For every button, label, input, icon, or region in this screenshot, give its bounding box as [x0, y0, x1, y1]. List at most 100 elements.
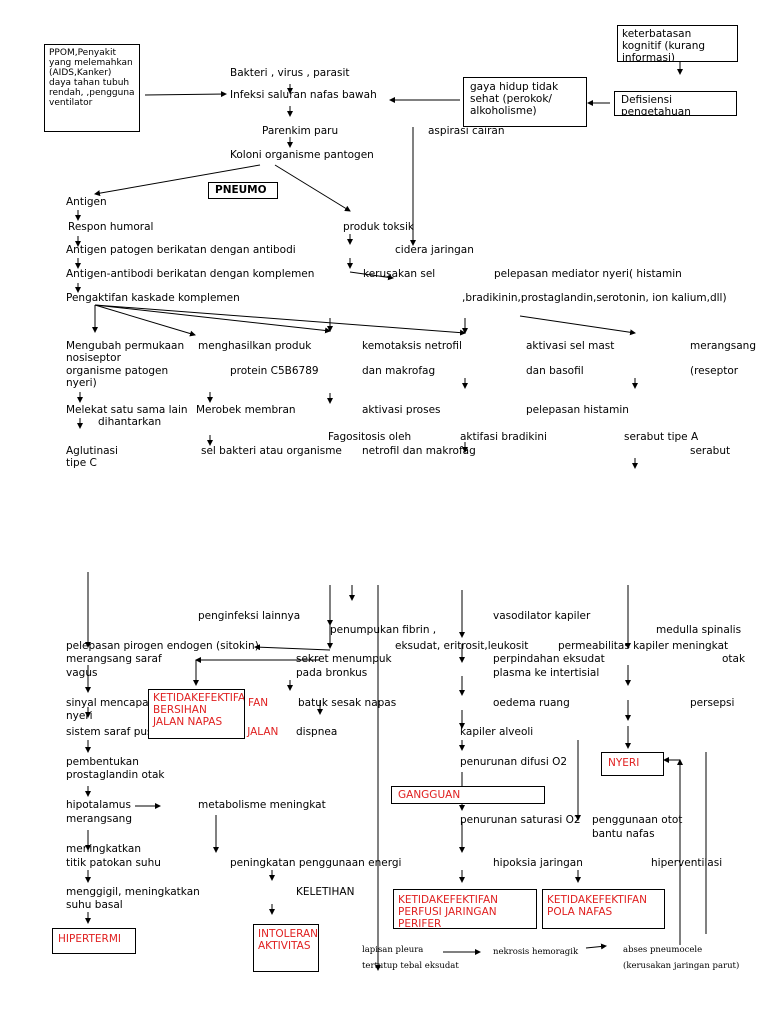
r2-wrap: nyeri)	[66, 377, 97, 389]
diagnosis-perfusi: KETIDAKEFEKTIFAN PERFUSI JARINGAN PERIFE…	[393, 889, 537, 929]
gaya-hidup-text: gaya hidup tidak sehat (perokok/ alkohol…	[470, 81, 559, 117]
sekret-text: sekret menumpuk	[296, 653, 392, 665]
antigen-antibodi-text: Antigen-antibodi berikatan dengan komple…	[66, 268, 315, 280]
penginfeksi-text: penginfeksi lainnya	[198, 610, 301, 622]
r5-wrap: tipe C	[66, 457, 97, 469]
eksudat-text: eksudat, eritrosit,leukosit	[395, 640, 529, 652]
hipoksia-text: hipoksia jaringan	[493, 857, 583, 869]
aspirasi-text: aspirasi cairan	[428, 125, 505, 137]
r3-c4: pelepasan histamin	[526, 404, 629, 416]
diagnosis-pola-nafas-text: KETIDAKEFEKTIFAN POLA NAFAS	[547, 894, 648, 918]
vasodilator-text: vasodilator kapiler	[493, 610, 591, 622]
r5-c3: netrofil dan makrofag	[362, 445, 476, 457]
cidera-text: cidera jaringan	[395, 244, 474, 256]
prostaglandin-text: prostaglandin otak	[66, 769, 165, 781]
pembentukan-text: pembentukan	[66, 756, 139, 768]
r1-c5: merangsang	[690, 340, 756, 352]
kerusakan-sel-text: kerusakan sel	[363, 268, 436, 280]
penumpukan-text: penumpukan fibrin ,	[330, 624, 437, 636]
bantu-nafas-text: bantu nafas	[592, 828, 655, 840]
jalan-text: N JALAN	[236, 726, 279, 738]
vagus-text: vagus	[66, 667, 98, 679]
diagnosis-intoleransi-text: INTOLERANSI AKTIVITAS	[258, 928, 319, 952]
diagnosis-gangguan: GANGGUAN	[391, 786, 545, 804]
bradikinin-text: ,bradikinin,prostaglandin,serotonin, ion…	[462, 292, 727, 304]
plasma-text: plasma ke intertisial	[493, 667, 600, 679]
otak-text: otak	[722, 653, 746, 665]
hipotalamus-text: hipotalamus	[66, 799, 131, 811]
r2-c4: dan basofil	[526, 365, 584, 377]
r5-c2: sel bakteri atau organisme	[201, 445, 342, 457]
diagnosis-bersihan-text: KETIDAKEFEKTIFAN BERSIHAN JALAN NAPAS	[153, 692, 245, 728]
pada-bronkus-text: pada bronkus	[296, 667, 368, 679]
diagnosis-bersihan-jalan-napas: KETIDAKEFEKTIFAN BERSIHAN JALAN NAPAS	[148, 689, 245, 739]
meningkatkan-text: meningkatkan	[66, 843, 142, 855]
pneumo-text: PNEUMO	[215, 184, 267, 196]
merangsang-text: merangsang	[66, 813, 132, 825]
diagnosis-nyeri: NYERI	[601, 752, 664, 776]
r3-c1: Melekat satu sama lain	[66, 404, 188, 416]
r2-c5: (reseptor	[690, 365, 739, 377]
defisiensi-text: Defisiensi pengetahuan	[621, 94, 691, 116]
penurunan-difusi-text: penurunan difusi O2	[460, 756, 568, 768]
infeksi-text: Infeksi saluran nafas bawah	[230, 89, 377, 101]
pelepasan-mediator-text: pelepasan mediator nyeri( histamin	[494, 268, 682, 280]
nekrosis-text: nekrosis hemoragik	[493, 947, 579, 957]
merangsang-saraf-text: merangsang saraf	[66, 653, 162, 665]
r5-c1: Aglutinasi	[66, 445, 118, 457]
diagnosis-nyeri-text: NYERI	[608, 757, 640, 769]
r1-c3: kemotaksis netrofil	[362, 340, 462, 352]
antigen-text: Antigen	[66, 196, 107, 208]
bakteri-text: Bakteri , virus , parasit	[230, 67, 350, 79]
keterbatasan-text: keterbatasan kognitif (kurang informasi)	[622, 28, 706, 62]
r1-c2: menghasilkan produk	[198, 340, 312, 352]
diagnosis-hipertermi: HIPERTERMI	[52, 928, 136, 954]
r3-wrap: dihantarkan	[98, 416, 162, 428]
dispnea-text: dispnea	[296, 726, 338, 738]
r2-c3: dan makrofag	[362, 365, 436, 377]
sistem-saraf-text: sistem saraf pusat	[66, 726, 164, 738]
keterbatasan-box: keterbatasan kognitif (kurang informasi)	[617, 25, 738, 62]
penurunan-saturasi-text: penurunan saturasi O2	[460, 814, 581, 826]
r4-c2: aktifasi bradikini	[460, 431, 547, 443]
r2-c1: organisme patogen	[66, 365, 169, 377]
suhu-basal-text: suhu basal	[66, 899, 123, 911]
diagnosis-hipertermi-text: HIPERTERMI	[58, 933, 121, 945]
defisiensi-box: Defisiensi pengetahuan	[614, 91, 737, 116]
r1-c1: Mengubah permukaan	[66, 340, 185, 352]
respon-humoral-text: Respon humoral	[68, 221, 154, 233]
r2-c2: protein C5B6789	[230, 365, 319, 377]
parenkim-text: Parenkim paru	[262, 125, 339, 137]
peningkatan-text: peningkatan penggunaan energi	[230, 857, 402, 869]
diagnosis-perfusi-text: KETIDAKEFEKTIFAN PERFUSI JARINGAN PERIFE…	[398, 894, 499, 929]
oedema-text: oedema ruang	[493, 697, 570, 709]
nyeri-text: nyeri	[66, 710, 93, 722]
r3-c2: Merobek membran	[196, 404, 296, 416]
titik-text: titik patokan suhu	[66, 857, 161, 869]
risk-factors-box: PPOM,Penyakit yang melemahkan (AIDS,Kank…	[44, 44, 140, 132]
diagnosis-intoleransi: INTOLERANSI AKTIVITAS	[253, 924, 319, 972]
lapisan-text: lapisan pleura	[362, 945, 424, 955]
tertutup-text: tertutup tebal eksudat	[362, 961, 459, 971]
produk-toksik-text: produk toksik	[343, 221, 415, 233]
antigen-patogen-text: Antigen patogen berikatan dengan antibod…	[66, 244, 296, 256]
r4-c1: Fagositosis oleh	[328, 431, 412, 443]
r1-c4: aktivasi sel mast	[526, 340, 615, 352]
risk-factors-text: PPOM,Penyakit yang melemahkan (AIDS,Kank…	[49, 48, 135, 108]
persepsi-text: persepsi	[690, 697, 735, 709]
kapiler-alveoli-text: kapiler alveoli	[460, 726, 534, 738]
gaya-hidup-box: gaya hidup tidak sehat (perokok/ alkohol…	[463, 77, 587, 127]
hiperventilasi-text: hiperventilasi	[651, 857, 723, 869]
fan-text: FAN	[248, 697, 269, 709]
menggigil-text: menggigil, meningkatkan	[66, 886, 200, 898]
medulla-text: medulla spinalis	[656, 624, 742, 636]
batuk-text: batuk sesak napas	[298, 697, 397, 709]
pengaktifan-text: Pengaktifan kaskade komplemen	[66, 292, 240, 304]
r4-c3: serabut tipe A	[624, 431, 699, 443]
metabolisme-text: metabolisme meningkat	[198, 799, 326, 811]
diagnosis-pola-nafas: KETIDAKEFEKTIFAN POLA NAFAS	[542, 889, 665, 929]
r3-c3: aktivasi proses	[362, 404, 441, 416]
penggunaan-otot-text: penggunaan otot	[592, 814, 683, 826]
